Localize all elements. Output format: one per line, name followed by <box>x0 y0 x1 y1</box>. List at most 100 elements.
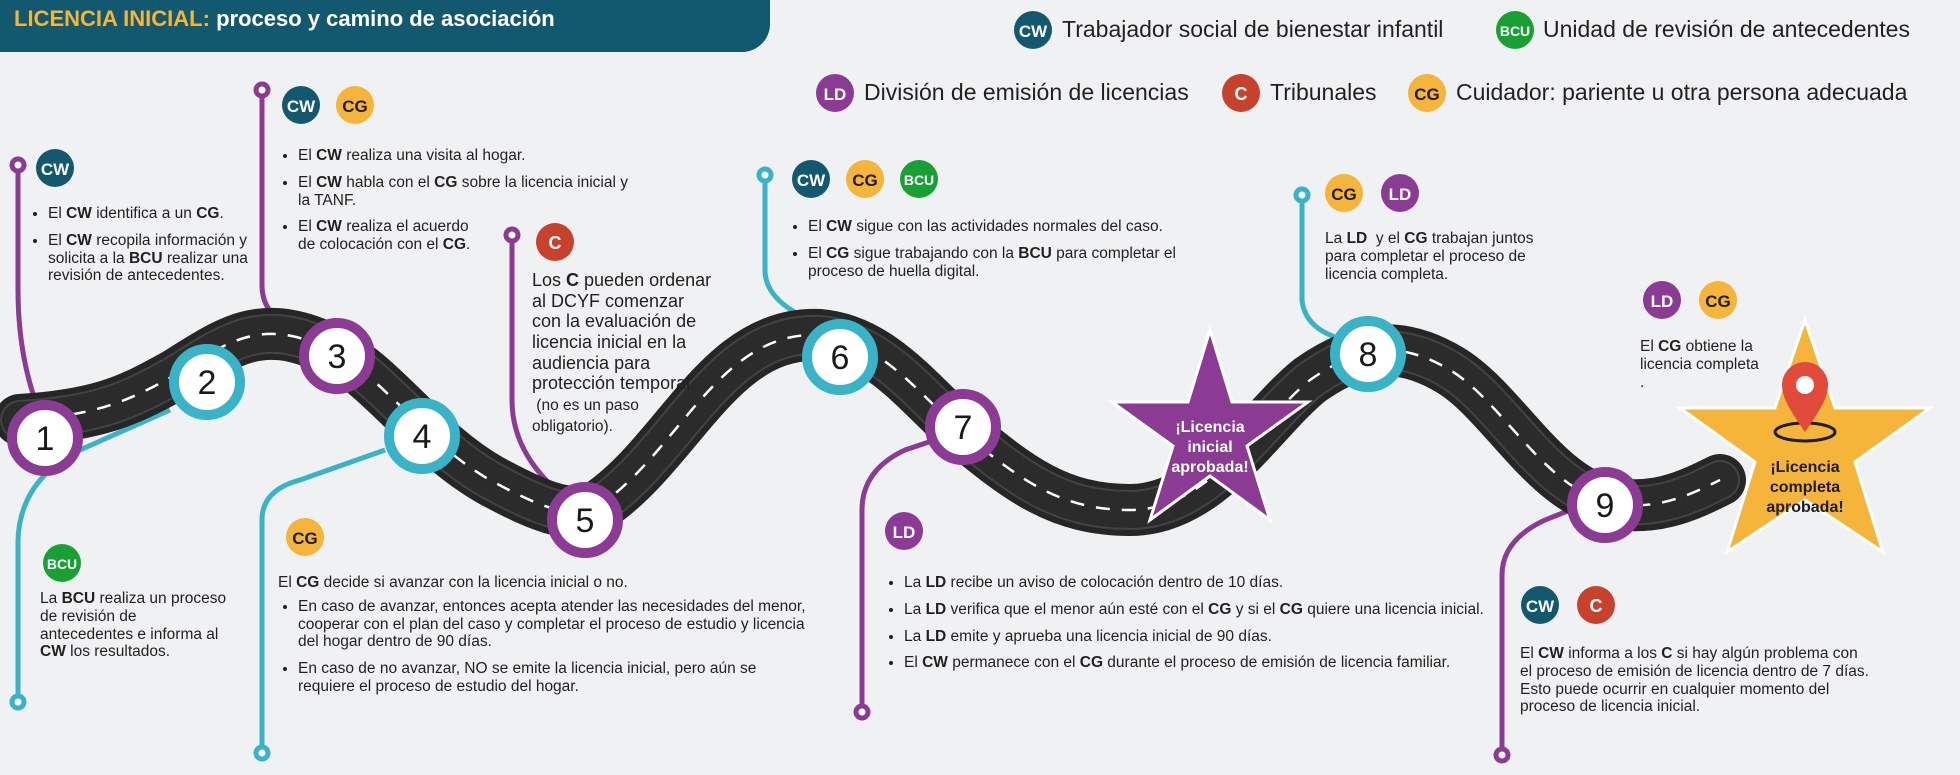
initial-license-star: ¡Licencia inicial aprobada! <box>1107 324 1313 524</box>
initial-star-line-3: aprobada! <box>1171 459 1248 476</box>
svg-text:BCU: BCU <box>1500 23 1530 39</box>
complete-star-line-1: ¡Licencia <box>1770 459 1839 476</box>
legend-c-label: Tribunales <box>1270 79 1377 105</box>
legend-c-badge: C <box>1222 74 1260 112</box>
step6-bcu-badge: BCU <box>900 160 938 198</box>
step9-text: El CW informa a los C si hay algún probl… <box>1520 645 1869 716</box>
step-markers: 1 2 3 4 5 6 7 <box>7 316 1643 558</box>
connector-dot-3 <box>253 81 271 99</box>
step-marker-1: 1 <box>7 400 83 476</box>
step9-cw-badge: CW <box>1521 586 1559 624</box>
step6-cg-badge: CG <box>846 160 884 198</box>
step-number-3: 3 <box>328 338 347 376</box>
step3-cg-badge: CG <box>336 86 374 124</box>
step8-text: La LD y el CG trabajan juntos para compl… <box>1325 230 1534 283</box>
step-marker-5: 5 <box>547 482 623 558</box>
svg-text:CG: CG <box>1414 85 1440 104</box>
step3-item-2: El CW habla con el CG sobre la licencia … <box>298 174 643 210</box>
complete-star-line-3: aprobada! <box>1766 499 1843 516</box>
svg-text:C: C <box>549 233 562 253</box>
svg-text:CG: CG <box>342 97 368 116</box>
legend-cw-badge: CW <box>1014 11 1052 49</box>
svg-text:LD: LD <box>1389 185 1412 204</box>
step5-c-badge: C <box>536 223 574 261</box>
step7-item-2: La LD verifica que el menor aún esté con… <box>904 601 1494 619</box>
legend-bcu-label: Unidad de revisión de antecedentes <box>1543 16 1910 42</box>
legend-cg-label: Cuidador: pariente u otra persona adecua… <box>1456 79 1908 105</box>
step-number-7: 7 <box>954 409 973 447</box>
final-cg-badge: CG <box>1699 281 1737 319</box>
legend-ld-badge: LD <box>816 74 854 112</box>
step-number-9: 9 <box>1596 487 1615 525</box>
svg-text:CG: CG <box>1331 185 1357 204</box>
step-marker-7: 7 <box>925 389 1001 465</box>
step2-bcu-badge: BCU <box>43 544 81 582</box>
connector-line-4 <box>259 447 386 753</box>
step4-item-2: En caso de no avanzar, NO se emite la li… <box>298 660 808 696</box>
connector-dot-2 <box>9 693 27 711</box>
initial-star-line-2: inicial <box>1187 439 1232 456</box>
svg-text:CW: CW <box>1019 22 1048 41</box>
svg-text:CW: CW <box>41 160 70 179</box>
connector-dot-6 <box>756 166 774 184</box>
svg-text:CG: CG <box>1705 292 1731 311</box>
connector-dot-7 <box>853 703 871 721</box>
step9-c-badge: C <box>1577 586 1615 624</box>
svg-text:BCU: BCU <box>47 556 77 572</box>
complete-license-star: ¡Licencia completa aprobada! <box>1675 315 1935 556</box>
connector-dot-5 <box>503 226 521 244</box>
step7-text: La LD recibe un aviso de colocación dent… <box>884 574 1494 681</box>
connector-dot-9 <box>1493 746 1511 764</box>
initial-star-line-1: ¡Licencia <box>1175 419 1244 436</box>
step6-text: El CW sigue con las actividades normales… <box>788 218 1208 289</box>
step8-ld-badge: LD <box>1381 174 1419 212</box>
svg-text:LD: LD <box>824 85 847 104</box>
legend-ld-label: División de emisión de licencias <box>864 79 1189 105</box>
step-number-5: 5 <box>576 502 595 540</box>
svg-text:CW: CW <box>287 97 316 116</box>
step1-item-1: El CW identifica a un CG. <box>48 205 268 223</box>
step7-ld-badge: LD <box>885 512 923 550</box>
step6-item-1: El CW sigue con las actividades normales… <box>808 218 1208 236</box>
step-number-6: 6 <box>831 339 850 377</box>
step-marker-4: 4 <box>384 398 460 474</box>
connector-dot-4 <box>253 744 271 762</box>
step6-item-2: El CG sigue trabajando con la BCU para c… <box>808 245 1208 281</box>
connector-dot-1 <box>9 156 27 174</box>
location-pin-icon <box>1773 362 1837 443</box>
step7-item-1: La LD recibe un aviso de colocación dent… <box>904 574 1494 592</box>
step2-text: La BCU realiza un proceso de revisión de… <box>40 590 227 661</box>
svg-text:LD: LD <box>893 523 916 542</box>
step8-cg-badge: CG <box>1325 174 1363 212</box>
step-marker-9: 9 <box>1567 467 1643 543</box>
final-text: El CG obtiene la licencia completa. <box>1640 338 1759 391</box>
step3-item-1: El CW realiza una visita al hogar. <box>298 147 643 165</box>
connector-line-9 <box>1499 507 1571 755</box>
legend-badges: CW BCU LD C CG <box>816 11 1534 112</box>
step-number-2: 2 <box>198 364 217 402</box>
step4-text: El CG decide si avanzar con la licencia … <box>278 574 808 705</box>
step7-item-4: El CW permanece con el CG durante el pro… <box>904 654 1494 672</box>
step4-item-1: En caso de avanzar, entonces acepta aten… <box>298 598 808 651</box>
step3-cw-badge: CW <box>282 86 320 124</box>
step4-cg-badge: CG <box>286 518 324 556</box>
svg-text:CG: CG <box>852 171 878 190</box>
title-bar: LICENCIA INICIAL: proceso y camino de as… <box>0 0 770 52</box>
step-marker-2: 2 <box>169 344 245 420</box>
step-badges: CW BCU CW CG CG C CW CG BCU LD CG LD CW … <box>36 86 1737 624</box>
legend-bcu-badge: BCU <box>1496 11 1534 49</box>
step-number-4: 4 <box>413 418 432 456</box>
complete-star-line-2: completa <box>1770 479 1840 496</box>
legend-cw-label: Trabajador social de bienestar infantil <box>1062 16 1444 42</box>
step-number-1: 1 <box>36 420 55 458</box>
page-title: LICENCIA INICIAL: proceso y camino de as… <box>14 6 555 31</box>
connector-line-1 <box>15 165 38 401</box>
step1-item-2: El CW recopila información y solicita a … <box>48 232 268 285</box>
svg-text:CW: CW <box>1526 597 1555 616</box>
step-number-8: 8 <box>1359 336 1378 374</box>
svg-text:LD: LD <box>1651 292 1674 311</box>
svg-text:BCU: BCU <box>904 172 934 188</box>
step3-text: El CW realiza una visita al hogar. El CW… <box>278 147 643 263</box>
step-marker-8: 8 <box>1330 316 1406 392</box>
